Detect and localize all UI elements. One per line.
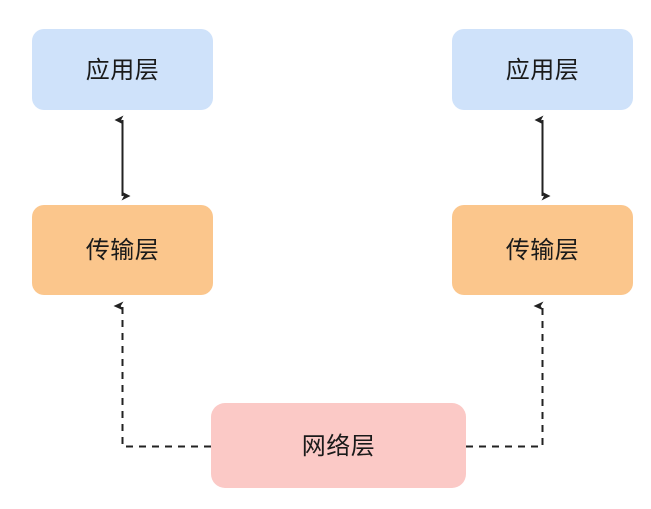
edge-network-transport-left	[113, 301, 211, 448]
node-transport-layer-left[interactable]: 传输层	[32, 205, 213, 295]
node-label: 应用层	[505, 55, 580, 84]
node-label: 应用层	[85, 55, 160, 84]
node-network-layer[interactable]: 网络层	[211, 403, 466, 488]
node-transport-layer-right[interactable]: 传输层	[452, 205, 633, 295]
node-application-layer-right[interactable]: 应用层	[452, 29, 633, 110]
node-application-layer-left[interactable]: 应用层	[32, 29, 213, 110]
edge-network-transport-right	[466, 301, 544, 448]
node-label: 网络层	[301, 431, 376, 460]
node-label: 传输层	[85, 236, 160, 264]
node-label: 传输层	[505, 236, 580, 264]
